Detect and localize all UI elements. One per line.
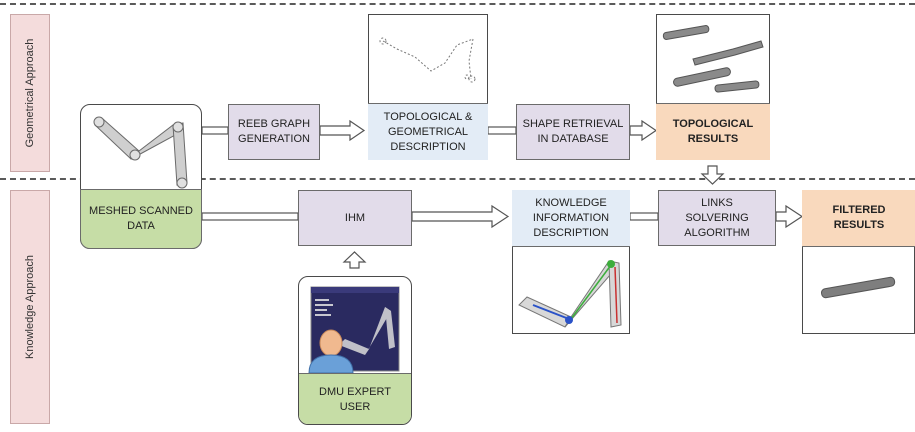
arrow-topo-desc-to-shape: [487, 126, 517, 135]
filtered-part-image: [821, 276, 896, 299]
arrow-meshed-to-ihm: [201, 212, 299, 221]
middle-dashed-separator: [0, 178, 915, 180]
knowledge-approach-label: Knowledge Approach: [10, 190, 50, 424]
arrow-meshed-to-reeb: [201, 126, 229, 135]
arrow-ihm-to-knowledge: [411, 204, 510, 229]
arrow-dmu-to-ihm: [342, 251, 367, 269]
arrow-shape-to-topo-results: [629, 119, 658, 142]
expert-user-image: [308, 286, 400, 373]
retrieved-parts-image: [662, 25, 764, 93]
arrow-reeb-to-topo-desc: [319, 119, 366, 142]
mechanism-constraints-image: [518, 260, 622, 328]
ihm-box: IHM: [298, 190, 412, 246]
reeb-graph-sketch: [379, 37, 476, 83]
arrow-links-to-filtered: [775, 204, 804, 229]
top-dashed-separator: [0, 3, 915, 5]
arrow-knowledge-to-links: [629, 212, 659, 221]
geometrical-approach-label: Geometrical Approach: [10, 14, 50, 172]
mechanism-model-image: [93, 116, 188, 189]
arrow-topo-results-to-links: [700, 165, 725, 185]
